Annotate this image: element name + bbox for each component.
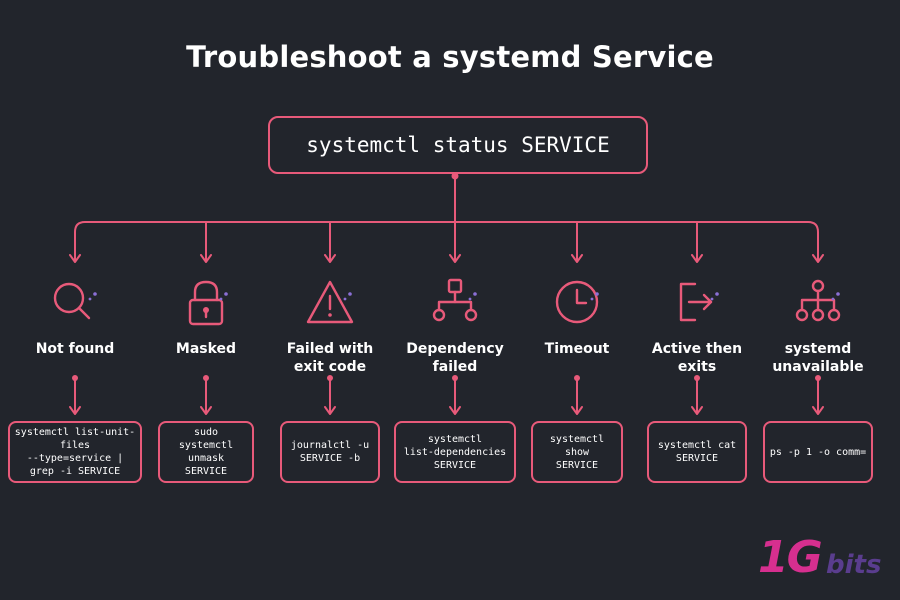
clock-icon	[545, 272, 609, 336]
root-command-text: systemctl status SERVICE	[306, 133, 610, 157]
command-box: systemctl show SERVICE	[531, 421, 623, 483]
arrowhead	[449, 406, 461, 415]
command-box: systemctl list-unit-files --type=service…	[8, 421, 142, 483]
brand-logo: 1G bits	[758, 532, 888, 584]
arrowhead	[812, 254, 824, 263]
command-box: systemctl cat SERVICE	[647, 421, 747, 483]
arrowhead	[200, 406, 212, 415]
arrowhead	[812, 406, 824, 415]
bus-line	[74, 221, 819, 262]
branch-label: Timeout	[544, 341, 610, 357]
branch-label: Failed with exit code	[286, 341, 374, 375]
hierarchy-icon	[786, 272, 850, 336]
command-box: journalctl -u SERVICE -b	[280, 421, 380, 483]
arrowhead	[691, 254, 703, 263]
dependency-tree-icon	[423, 272, 487, 336]
arrowhead	[324, 406, 336, 415]
warning-triangle-icon	[298, 272, 362, 336]
branch-label: systemd unavailable	[772, 341, 864, 375]
arrowhead	[324, 254, 336, 263]
logo-sub-text: bits	[826, 550, 882, 580]
command-box: sudo systemctl unmask SERVICE	[158, 421, 254, 483]
logo-main-text: 1G	[758, 532, 823, 583]
branch-label: Dependency failed	[406, 341, 504, 375]
root-command-box: systemctl status SERVICE	[268, 116, 648, 174]
arrowhead	[449, 254, 461, 263]
exit-arrow-icon	[665, 272, 729, 336]
diagram-title: Troubleshoot a systemd Service	[186, 40, 714, 74]
arrowhead	[691, 406, 703, 415]
arrowhead	[200, 254, 212, 263]
arrowhead	[69, 254, 81, 263]
command-box: ps -p 1 -o comm=	[763, 421, 873, 483]
branch-label: Masked	[175, 341, 237, 357]
arrowhead	[571, 406, 583, 415]
padlock-icon	[174, 272, 238, 336]
branch-label: Active then exits	[651, 341, 743, 375]
arrowhead	[571, 254, 583, 263]
command-box: systemctl list-dependencies SERVICE	[394, 421, 516, 483]
arrowhead	[69, 406, 81, 415]
magnifier-icon	[43, 272, 107, 336]
branch-label: Not found	[35, 341, 115, 357]
